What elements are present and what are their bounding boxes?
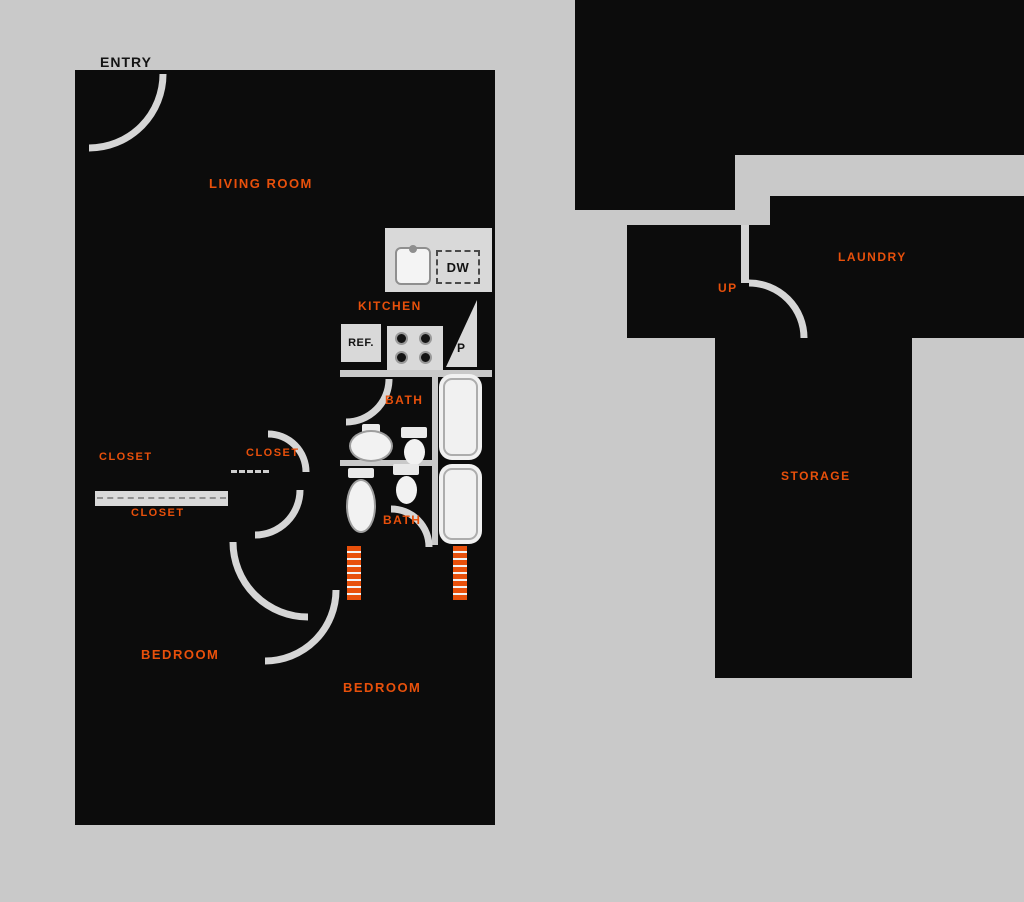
kitchen-sink (395, 245, 431, 285)
stove (387, 326, 443, 370)
storage-floor (715, 338, 912, 678)
faucet-icon (409, 245, 417, 253)
stove-burner-icon (419, 351, 432, 364)
stove-burner-icon (395, 332, 408, 345)
living-room-label: LIVING ROOM (209, 176, 313, 191)
kitchen-label: KITCHEN (358, 299, 422, 313)
bath-tub-wall (432, 377, 438, 545)
bath-upper-label: BATH (385, 393, 424, 407)
bedroom-b-label: BEDROOM (343, 680, 422, 695)
sink-pedestal (362, 424, 380, 434)
dishwasher-label: DW (446, 259, 470, 275)
louver-door-right (453, 546, 467, 600)
pantry-label: P (457, 341, 466, 355)
dishwasher: DW (436, 250, 480, 284)
laundry-label: LAUNDRY (838, 250, 907, 264)
laundry-door-wall (741, 225, 749, 283)
stairs-up-label: UP (718, 281, 738, 295)
bath-divider-wall (340, 460, 432, 466)
bedroom-a-label: BEDROOM (141, 647, 220, 662)
closet-b-label: CLOSET (246, 447, 300, 459)
sink-backsplash (348, 468, 374, 478)
bathtub-basin (443, 378, 478, 456)
storage-label: STORAGE (781, 469, 851, 483)
closet-c-label: CLOSET (131, 507, 185, 519)
laundry-floor (770, 196, 1024, 338)
closet-rod-dashes (231, 470, 269, 473)
bathtub-basin (443, 468, 478, 540)
refrigerator-label: REF. (348, 337, 374, 349)
bathroom-sink-lower (346, 479, 376, 533)
closet-rod-line (97, 497, 226, 499)
toilet-tank-upper (401, 427, 427, 438)
kitchen-bath-wall (340, 370, 492, 377)
upper-band-right-floor (735, 0, 1024, 155)
toilet-tank-lower (393, 464, 419, 475)
kitchen-counter: DW (385, 228, 492, 292)
upper-band-left-floor (575, 0, 735, 210)
stove-burner-icon (419, 332, 432, 345)
refrigerator: REF. (341, 324, 381, 362)
louver-door-left (347, 546, 361, 600)
closet-shelf-band (95, 491, 228, 506)
entry-label: ENTRY (100, 54, 152, 70)
toilet-bowl-upper (404, 439, 425, 465)
closet-a-label: CLOSET (99, 451, 153, 463)
toilet-bowl-lower (396, 476, 417, 504)
bathtub-upper (439, 374, 482, 460)
bathtub-lower (439, 464, 482, 544)
bathroom-sink-upper (349, 430, 393, 462)
stove-burner-icon (395, 351, 408, 364)
bath-lower-label: BATH (383, 513, 422, 527)
